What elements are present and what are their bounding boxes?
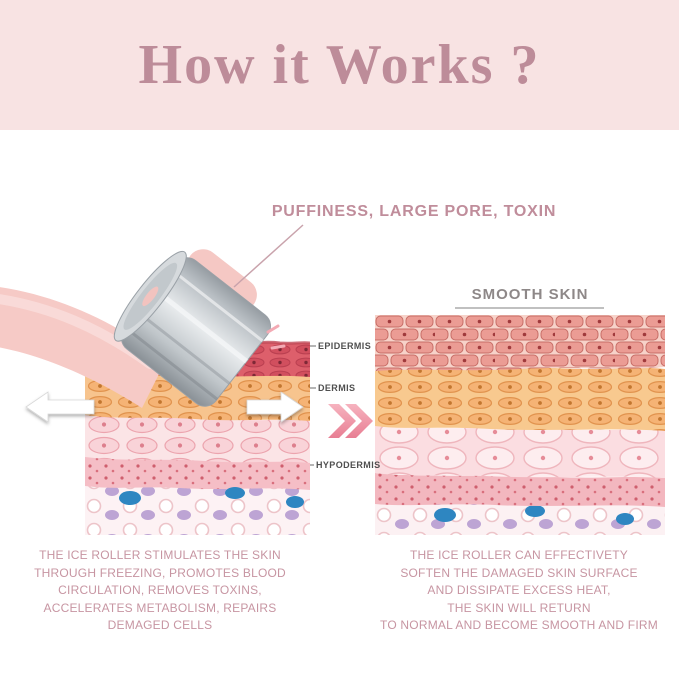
blue-cell bbox=[225, 487, 245, 499]
caption-line: THE ICE ROLLER CAN EFFECTIVETY bbox=[409, 548, 629, 562]
caption-line: ACCELERATES METABOLISM, REPAIRS bbox=[43, 600, 277, 615]
roller-axle-cap bbox=[142, 286, 159, 307]
caption-left: THE ICE ROLLER STIMULATES THE SKIN THROU… bbox=[18, 547, 302, 635]
motion-tick bbox=[266, 324, 280, 334]
motion-tick bbox=[270, 344, 286, 350]
epidermis-layer-right bbox=[375, 315, 665, 371]
basal-band-right bbox=[375, 473, 665, 507]
callout-label: PUFFINESS, LARGE PORE, TOXIN bbox=[271, 203, 557, 220]
smooth-skin-diagram bbox=[375, 315, 665, 535]
lower-dermis-layer-right bbox=[375, 425, 665, 478]
blue-cell bbox=[286, 496, 304, 508]
lower-dermis-layer-left bbox=[85, 414, 310, 463]
caption-line: SOFTEN THE DAMAGED SKIN SURFACE bbox=[400, 565, 638, 580]
caption-line: TO NORMAL AND BECOME SMOOTH AND FIRM bbox=[380, 618, 658, 632]
blue-cell bbox=[525, 505, 545, 517]
roller-handle bbox=[0, 287, 166, 408]
basal-band-left bbox=[85, 456, 310, 490]
caption-line: AND DISSIPATE EXCESS HEAT, bbox=[427, 583, 611, 597]
blue-cell bbox=[434, 508, 456, 522]
page-title: How it Works ? bbox=[138, 34, 541, 96]
header: How it Works ? bbox=[0, 0, 679, 130]
caption-line: THE ICE ROLLER STIMULATES THE SKIN bbox=[39, 548, 281, 562]
dermis-layer-right bbox=[375, 363, 665, 431]
roller-drum bbox=[113, 250, 272, 407]
hypodermis-layer-left bbox=[85, 482, 310, 535]
layer-label-dermis: DERMIS bbox=[318, 383, 356, 393]
smooth-skin-title: SMOOTH SKIN bbox=[471, 286, 589, 303]
caption-line: DEMAGED CELLS bbox=[107, 618, 213, 632]
caption-line: THE SKIN WILL RETURN bbox=[447, 600, 591, 615]
layer-label-epidermis: EPIDERMIS bbox=[318, 341, 372, 351]
blue-cell bbox=[119, 491, 141, 505]
caption-line: CIRCULATION, REMOVES TOXINS, bbox=[58, 583, 262, 597]
blue-cell bbox=[616, 513, 634, 525]
ice-roller-illustration bbox=[0, 249, 286, 408]
caption-right: THE ICE ROLLER CAN EFFECTIVETY SOFTEN TH… bbox=[366, 547, 672, 635]
layer-label-hypodermis: HYPODERMIS bbox=[316, 460, 381, 470]
caption-line: THROUGH FREEZING, PROMOTES BLOOD bbox=[34, 565, 286, 580]
